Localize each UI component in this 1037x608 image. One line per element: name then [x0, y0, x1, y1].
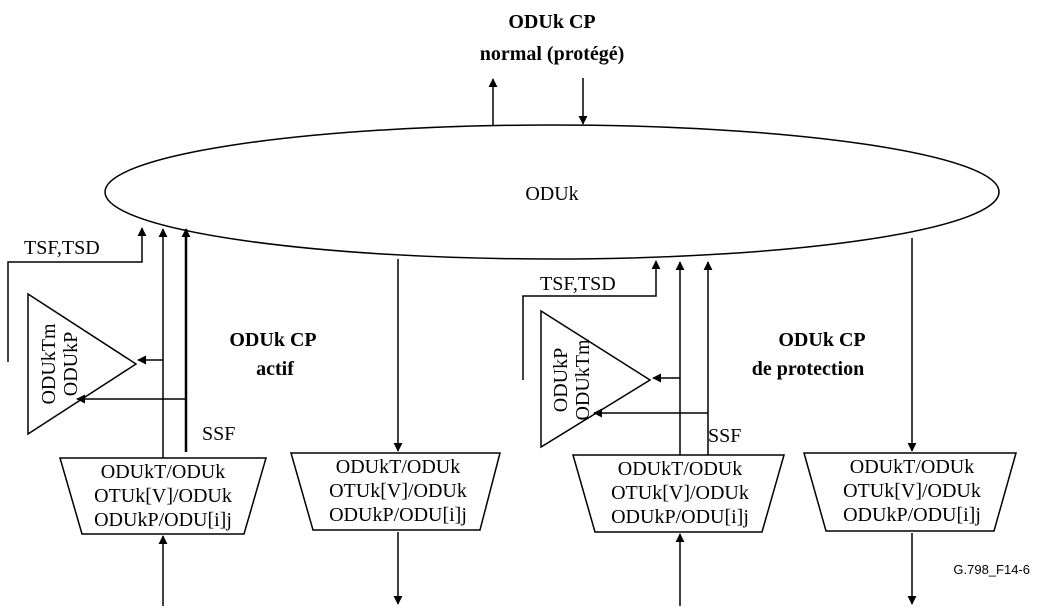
- protection-cp-subtitle: de protection: [752, 358, 864, 380]
- trapezoid-4-line-1: ODUkT/ODUk: [850, 456, 974, 478]
- top-cp-title: ODUk CP: [508, 11, 595, 33]
- trapezoid-2-line-2: OTUk[V]/ODUk: [329, 480, 467, 502]
- oduk-ellipse-label: ODUk: [525, 183, 578, 205]
- right-triangle-label-1: ODUkP: [550, 348, 572, 412]
- right-triangle-label-2: ODUkTm: [572, 339, 594, 421]
- right-tsf-tsd-line: [522, 260, 661, 380]
- left-tsf-tsd-line: [7, 227, 147, 362]
- right-ssf-label: SSF: [708, 425, 741, 447]
- left-ssf-label: SSF: [202, 423, 235, 445]
- left-triangle-label-1: ODUkTm: [38, 323, 60, 405]
- trapezoid-1: [59, 457, 267, 535]
- right-tsf-tsd-label: TSF,TSD: [540, 273, 616, 295]
- trapezoid-1-line-3: ODUkP/ODU[i]j: [94, 509, 232, 531]
- trapezoid-2: [290, 452, 501, 531]
- figure-reference: G.798_F14-6: [953, 562, 1030, 577]
- active-cp-subtitle: actif: [256, 358, 294, 380]
- oduk-ellipse: [104, 124, 1000, 260]
- trapezoid-3: [572, 454, 785, 533]
- top-cp-subtitle: normal (protégé): [480, 43, 625, 65]
- trapezoid-1-line-2: OTUk[V]/ODUk: [94, 485, 232, 507]
- trapezoid-3-line-3: ODUkP/ODU[i]j: [611, 506, 749, 528]
- trapezoid-4: [803, 452, 1017, 532]
- trapezoid-2-line-3: ODUkP/ODU[i]j: [329, 504, 467, 526]
- trapezoid-4-line-3: ODUkP/ODU[i]j: [843, 504, 981, 526]
- trapezoid-1-line-1: ODUkT/ODUk: [101, 461, 225, 483]
- left-tsf-tsd-label: TSF,TSD: [24, 237, 100, 259]
- protection-cp-title: ODUk CP: [778, 329, 865, 351]
- active-cp-title: ODUk CP: [229, 329, 316, 351]
- trapezoid-3-line-1: ODUkT/ODUk: [618, 458, 742, 480]
- left-triangle-label-2: ODUkP: [60, 332, 82, 396]
- trapezoid-2-line-1: ODUkT/ODUk: [336, 456, 460, 478]
- trapezoid-3-line-2: OTUk[V]/ODUk: [611, 482, 749, 504]
- trapezoid-4-line-2: OTUk[V]/ODUk: [843, 480, 981, 502]
